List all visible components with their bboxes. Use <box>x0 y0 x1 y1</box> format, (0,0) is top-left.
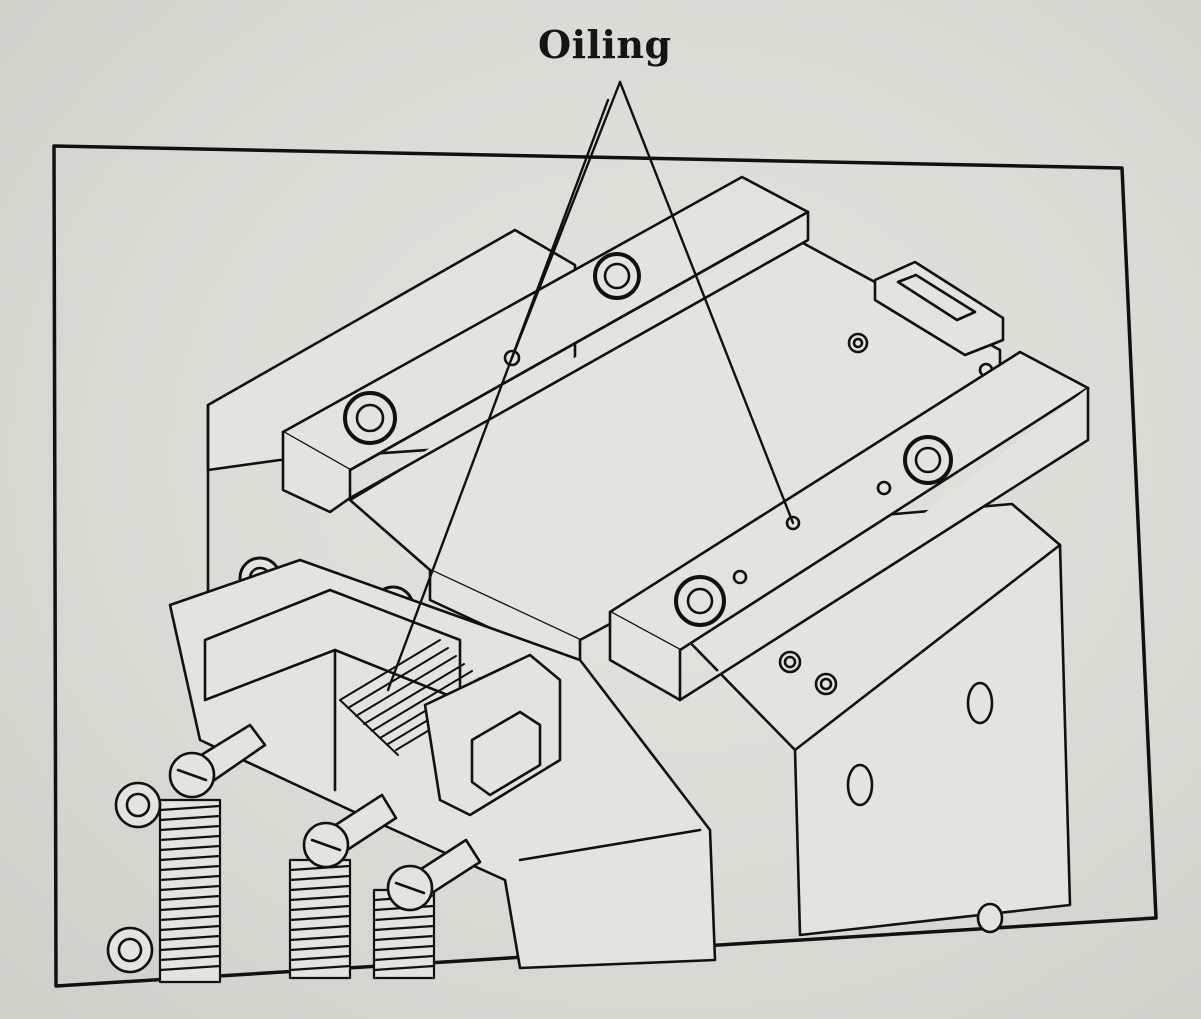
screw-icon <box>343 391 397 445</box>
right-guide-rail <box>608 350 1090 702</box>
rectangular-loop <box>423 653 562 817</box>
oil-holes <box>503 349 892 696</box>
oiling-leader-lines <box>386 80 795 692</box>
screw-icon <box>106 926 154 974</box>
screw-icon <box>114 781 162 829</box>
screw-icon <box>903 435 953 485</box>
slotted-pin-head-icon <box>302 821 350 869</box>
figure-frame <box>52 144 1158 988</box>
screw-icon <box>674 575 726 627</box>
rear-tab <box>873 260 1005 357</box>
slotted-pin-head-icon <box>168 751 216 799</box>
oiling-callout-label: Oiling <box>538 22 672 67</box>
screw-icon <box>593 252 641 300</box>
left-guide-rail <box>281 175 810 514</box>
slotted-pin-head-icon <box>386 864 434 912</box>
spring-pins <box>106 723 482 974</box>
